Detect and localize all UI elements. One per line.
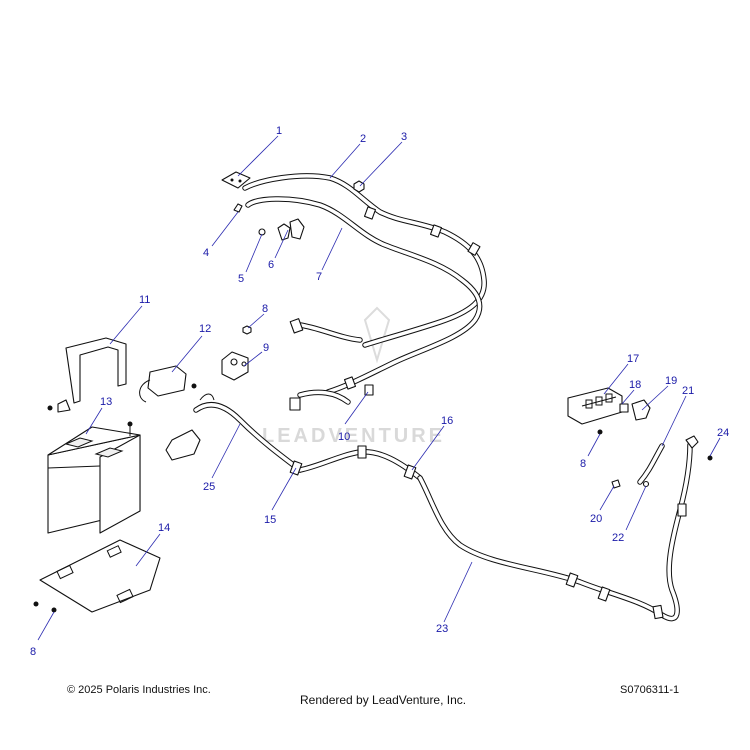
part-8-bolt-right: [597, 429, 603, 435]
part-13-battery: [47, 421, 141, 534]
callout-3: 3: [401, 131, 407, 143]
callout-13: 13: [100, 396, 112, 408]
part-3-bolt: [353, 180, 365, 193]
part-7-cable: [245, 196, 483, 405]
part-19-connector: [631, 399, 651, 421]
watermark: LEADVENTURE: [262, 306, 445, 447]
callout-25: 25: [203, 481, 215, 493]
callout-14: 14: [158, 522, 170, 534]
part-6-boot: [277, 218, 305, 241]
part-1-mount-plate: [221, 171, 251, 189]
leader-lines: [37, 135, 721, 641]
rendered-by-text: Rendered by LeadVenture, Inc.: [300, 693, 467, 707]
part-2-cable: [242, 173, 487, 348]
callout-2: 2: [360, 133, 366, 145]
callout-8-right: 8: [580, 458, 586, 470]
part-14-battery-tray: [33, 539, 161, 613]
part-11-bracket: [47, 337, 127, 413]
callout-18: 18: [629, 379, 641, 391]
part-21-cable: [637, 443, 665, 485]
callout-labels: 1 2 3 4 5 6 7 8 9 10 11 12 13 14 15 16 1…: [30, 125, 729, 658]
callout-9: 9: [263, 342, 269, 354]
callout-15: 15: [264, 514, 276, 526]
part-18-fuse: [619, 403, 629, 413]
watermark-text: LEADVENTURE: [262, 425, 445, 447]
callout-11: 11: [139, 294, 150, 306]
part-25-cable: [165, 393, 303, 473]
part-8-bolt-upper: [242, 325, 252, 335]
callout-4: 4: [203, 247, 209, 259]
part-4-terminal: [233, 203, 243, 213]
callout-12: 12: [199, 323, 211, 335]
callout-19: 19: [665, 375, 677, 387]
copyright-text: © 2025 Polaris Industries Inc.: [67, 684, 211, 696]
callout-10: 10: [338, 431, 350, 443]
callout-21: 21: [682, 385, 694, 397]
part-22-nut: [642, 480, 650, 488]
callout-24: 24: [717, 427, 729, 439]
part-12-relay: [139, 365, 197, 403]
callout-22: 22: [612, 532, 624, 544]
harness-clips: [289, 206, 481, 411]
part-17-fuse-box: [567, 387, 623, 425]
part-24-bolt: [707, 455, 713, 461]
callout-20: 20: [590, 513, 602, 525]
part-9-solenoid: [221, 351, 249, 381]
callout-17: 17: [627, 353, 639, 365]
part-10-fuse: [364, 384, 374, 396]
callout-16: 16: [441, 415, 453, 427]
callout-6: 6: [268, 259, 274, 271]
callout-7: 7: [316, 271, 322, 283]
drawing-code: S0706311-1: [620, 684, 680, 696]
part-15-cable: [289, 445, 423, 481]
callout-5: 5: [238, 273, 244, 285]
callout-8-upper: 8: [262, 303, 268, 315]
callout-8-lower: 8: [30, 646, 36, 658]
callout-1: 1: [276, 125, 282, 137]
part-23-cable: [417, 435, 699, 622]
callout-23: 23: [436, 623, 448, 635]
